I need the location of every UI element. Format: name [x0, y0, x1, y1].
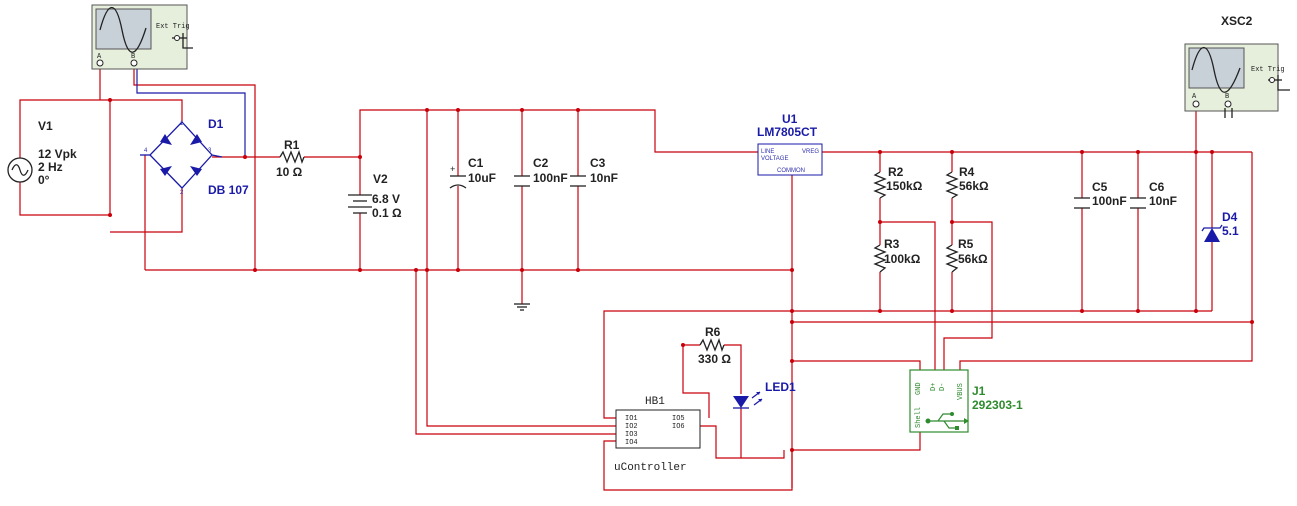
ground-symbol: [514, 303, 530, 311]
c3-ref: C3: [590, 156, 606, 170]
oscilloscope-xsc1[interactable]: Ext Trig A B: [91, 4, 193, 70]
hb1-io4: IO4: [625, 439, 638, 447]
j1-pin-gnd: GND: [915, 382, 923, 395]
probe-wires: [136, 63, 246, 157]
r6-value: 330 Ω: [698, 352, 731, 366]
scope2-b-label: B: [1225, 93, 1229, 101]
d4-ref: D4: [1222, 210, 1238, 224]
r2-ref: R2: [888, 165, 904, 179]
r3-value: 100kΩ: [884, 252, 921, 266]
u1-part: LM7805CT: [757, 125, 818, 139]
j1-part: 292303-1: [972, 398, 1023, 412]
c1-ref: C1: [468, 156, 484, 170]
hb1-io2: IO2: [625, 423, 638, 431]
resistor-r5[interactable]: R5 56kΩ: [945, 237, 988, 273]
capacitor-c3[interactable]: C3 10nF: [570, 156, 618, 187]
j1-ref: J1: [972, 384, 986, 398]
ext-trig-label-2: Ext Trig: [1251, 66, 1285, 74]
v2-resistance: 0.1 Ω: [372, 206, 402, 220]
scope2-a-label: A: [1192, 93, 1197, 101]
bridge-pin-4: 4: [144, 148, 148, 154]
ac-source-v1[interactable]: V1 12 Vpk 2 Hz 0°: [7, 119, 77, 187]
hb1-io5: IO5: [672, 415, 685, 423]
capacitor-c1[interactable]: + C1 10uF: [449, 156, 496, 189]
capacitor-c2[interactable]: C2 100nF: [514, 156, 568, 187]
c5-ref: C5: [1092, 180, 1108, 194]
v2-ref: V2: [373, 172, 388, 186]
u1-pin-voltage: VOLTAGE: [761, 156, 788, 162]
v1-ref: V1: [38, 119, 53, 133]
bridge-pin-3: 3: [208, 148, 212, 154]
r4-ref: R4: [959, 165, 975, 179]
ucontroller-hb1[interactable]: HB1 IO1 IO2 IO3 IO4 IO5 IO6 uController: [614, 396, 701, 474]
junctions: [108, 98, 1254, 452]
hb1-io3: IO3: [625, 431, 638, 439]
resistor-r6[interactable]: R6 330 Ω: [698, 325, 731, 366]
bridge-pin-1: 1: [180, 121, 184, 127]
r6-ref: R6: [705, 325, 721, 339]
regulator-u1[interactable]: LINE VOLTAGE VREG COMMON U1 LM7805CT: [757, 112, 823, 176]
resistor-r4[interactable]: R4 56kΩ: [945, 165, 989, 199]
u1-pin-line: LINE: [761, 149, 774, 155]
u1-ref: U1: [782, 112, 798, 126]
capacitor-c6[interactable]: C6 10nF: [1130, 180, 1177, 209]
j1-pin-dminus: D-: [939, 383, 947, 391]
hb1-io1: IO1: [625, 415, 638, 423]
scope-a-label: A: [97, 53, 102, 61]
usb-icon: [925, 412, 969, 430]
c3-value: 10nF: [590, 171, 618, 185]
c2-value: 100nF: [533, 171, 568, 185]
capacitor-c5[interactable]: C5 100nF: [1074, 180, 1127, 209]
v2-voltage: 6.8 V: [372, 192, 400, 206]
ext-trig-label: Ext Trig: [156, 23, 190, 31]
j1-pin-vbus: VBUS: [957, 383, 965, 400]
r1-ref: R1: [284, 138, 300, 152]
r3-ref: R3: [884, 237, 900, 251]
r5-value: 56kΩ: [958, 252, 988, 266]
u1-pin-vreg: VREG: [802, 149, 819, 155]
v1-frequency: 2 Hz: [38, 160, 63, 174]
bridge-pin-2: 2: [180, 190, 184, 196]
r4-value: 56kΩ: [959, 179, 989, 193]
r2-value: 150kΩ: [886, 179, 923, 193]
c5-value: 100nF: [1092, 194, 1127, 208]
j1-pin-dplus: D+: [930, 383, 938, 391]
j1-pin-shell: Shell: [915, 407, 923, 428]
r5-ref: R5: [958, 237, 974, 251]
d1-ref: D1: [208, 117, 224, 131]
scope-b-label: B: [131, 53, 135, 61]
svg-text:+: +: [450, 165, 455, 175]
hb1-ref: HB1: [645, 396, 665, 408]
c2-ref: C2: [533, 156, 549, 170]
u1-pin-common: COMMON: [777, 168, 805, 174]
led1-ref: LED1: [765, 380, 796, 394]
d4-value: 5.1: [1222, 224, 1239, 238]
wires: [19, 63, 1253, 491]
battery-v2[interactable]: V2 6.8 V 0.1 Ω: [348, 172, 402, 220]
c6-ref: C6: [1149, 180, 1165, 194]
hb1-io6: IO6: [672, 423, 685, 431]
resistor-r3[interactable]: R3 100kΩ: [873, 237, 921, 273]
oscilloscope-xsc2[interactable]: XSC2 Ext Trig A B: [1184, 14, 1290, 118]
bridge-rectifier-d1[interactable]: 1 2 3 4 D1 DB 107: [140, 117, 249, 197]
resistor-r2[interactable]: R2 150kΩ: [873, 165, 923, 199]
led-led1[interactable]: LED1: [733, 380, 796, 409]
usb-connector-j1[interactable]: GND D+ D- VBUS Shell J1 292303-1: [909, 369, 1023, 433]
xsc2-ref: XSC2: [1221, 14, 1253, 28]
c1-value: 10uF: [468, 171, 496, 185]
r1-value: 10 Ω: [276, 165, 303, 179]
hb1-name: uController: [614, 462, 687, 474]
v1-phase: 0°: [38, 173, 50, 187]
d1-part: DB 107: [208, 183, 249, 197]
zener-d4[interactable]: D4 5.1: [1201, 210, 1239, 242]
v1-amplitude: 12 Vpk: [38, 147, 77, 161]
resistor-r1[interactable]: R1 10 Ω: [276, 138, 305, 179]
c6-value: 10nF: [1149, 194, 1177, 208]
